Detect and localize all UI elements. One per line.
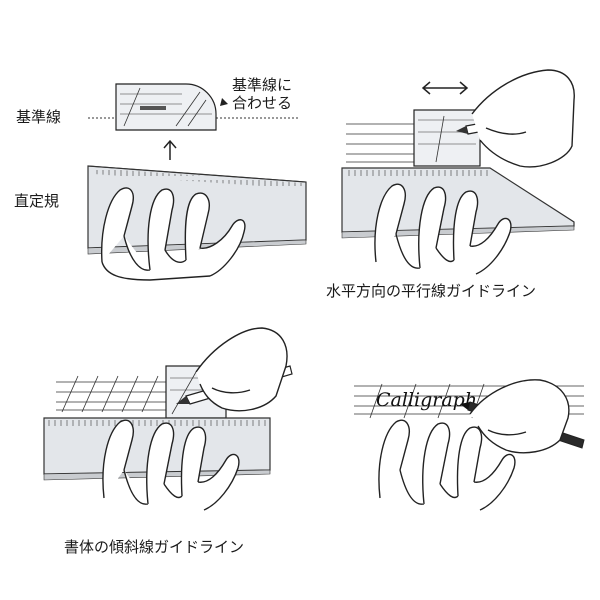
slant-guide-grid <box>56 375 168 413</box>
right-hand-4 <box>469 379 570 454</box>
guide-ruler-2 <box>413 109 481 167</box>
left-hand-2 <box>374 183 512 275</box>
left-hand-3 <box>102 419 240 511</box>
up-arrow-icon <box>163 139 177 160</box>
double-arrow-icon <box>421 81 469 95</box>
align-label-line2: 合わせる <box>232 94 293 112</box>
left-hand-4 <box>378 419 516 511</box>
calligraphy-word: Calligraph <box>376 389 477 411</box>
right-hand <box>471 69 575 168</box>
panel-align-baseline <box>87 83 307 281</box>
caption-horizontal: 水平方向の平行線ガイドライン <box>326 282 537 300</box>
pointer-triangle-icon <box>220 98 228 106</box>
caption-slanted: 書体の傾斜線ガイドライン <box>64 538 245 556</box>
guide-ruler <box>115 83 217 131</box>
panel-horizontal-parallel <box>341 69 575 275</box>
left-hand <box>100 187 246 281</box>
right-hand-3 <box>195 327 288 412</box>
straight-ruler-label: 直定規 <box>14 192 60 210</box>
horizontal-guide-lines <box>346 123 420 163</box>
panel-slanted-lines <box>43 327 293 511</box>
align-label-line1: 基準線に <box>232 76 293 94</box>
panel-calligraphy: Calligraph <box>354 379 585 511</box>
baseline-label: 基準線 <box>16 108 62 126</box>
